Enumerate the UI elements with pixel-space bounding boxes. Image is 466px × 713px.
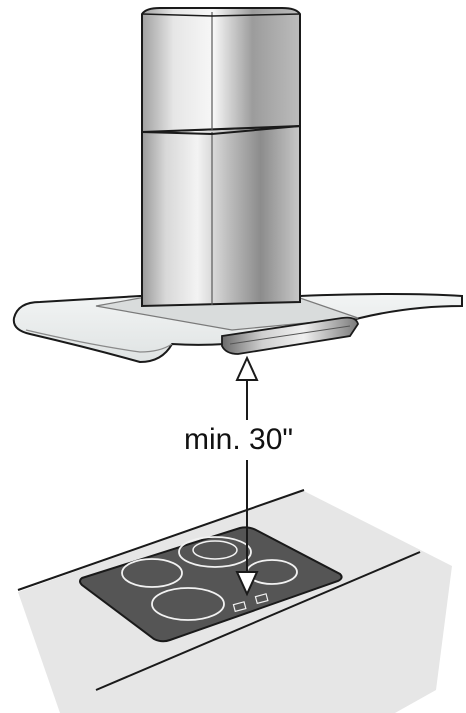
burner-back-right — [178, 536, 252, 568]
motor-housing-seam — [229, 325, 351, 345]
motor-housing — [221, 316, 359, 355]
chimney-joint — [141, 125, 301, 136]
burner-front-left — [151, 587, 225, 621]
burner-back-left — [121, 558, 183, 588]
control-square-2 — [254, 593, 269, 605]
countertop-front-edge — [95, 551, 421, 691]
upper-chimney-top — [141, 13, 301, 17]
cooktop — [79, 526, 343, 643]
dimension-arrow-down — [235, 571, 259, 597]
upper-chimney — [141, 7, 301, 134]
glass-canopy-front-rim — [25, 329, 173, 353]
countertop-back-edge — [17, 489, 305, 591]
burner-back-right-inner — [192, 540, 238, 560]
control-square-1 — [232, 601, 247, 613]
minimum-clearance-label: min. 30" — [178, 420, 300, 460]
lower-chimney — [141, 124, 301, 308]
dimension-arrow-up — [235, 355, 259, 381]
